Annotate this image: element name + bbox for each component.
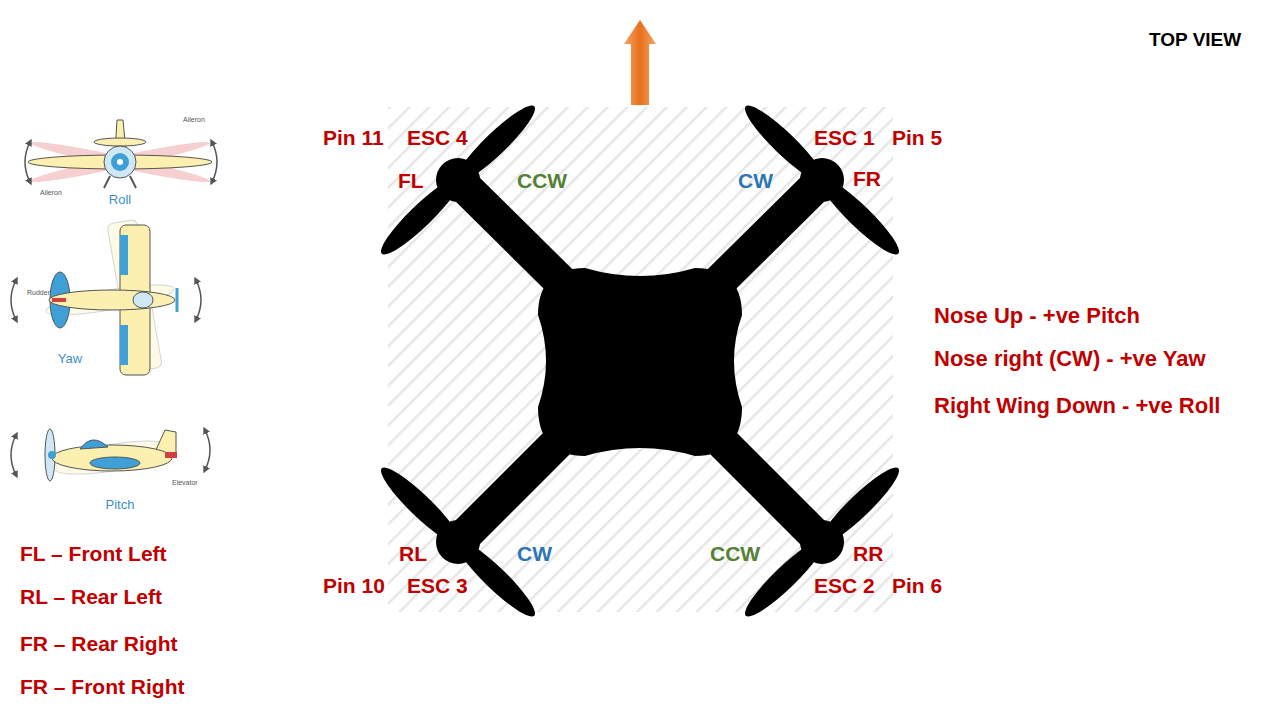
view-title: TOP VIEW [1149, 30, 1241, 49]
ghost-plane [33, 215, 187, 385]
propeller [374, 98, 542, 261]
abbreviation-key: FL – Front Left [20, 543, 167, 564]
esc-label: ESC 3 [407, 575, 468, 596]
rotation-label: CW [517, 543, 552, 564]
aileron [120, 235, 128, 275]
pin-label: Pin 6 [892, 575, 942, 596]
propeller-disc [45, 429, 55, 481]
part-label: Rudder [27, 289, 50, 296]
rotation-arrow [25, 142, 30, 182]
cockpit [80, 440, 108, 449]
rudder [52, 298, 66, 302]
propeller [176, 288, 179, 312]
part-label: Elevator [172, 479, 198, 486]
rotation-label: CCW [517, 170, 567, 191]
motor-hub [436, 520, 480, 564]
abbreviation-key: FR – Rear Right [20, 633, 178, 654]
fuselage [104, 146, 136, 178]
propeller-disc [111, 153, 129, 171]
spinner [117, 159, 123, 165]
forward-arrow [624, 20, 656, 105]
ghost-fuselage [51, 434, 174, 480]
pitch-illustration [11, 429, 210, 481]
axis-label: Pitch [106, 498, 135, 511]
roll-illustration [25, 120, 217, 188]
elevator [165, 452, 177, 458]
spinner [48, 451, 56, 459]
axis-convention-note: Nose Up - +ve Pitch [934, 305, 1140, 327]
motor-hubs [436, 158, 844, 564]
rotation-arrow [205, 430, 210, 470]
motor-hub [436, 158, 480, 202]
abbreviation-key: RL – Rear Left [20, 586, 162, 607]
ghost-wing [29, 137, 211, 187]
drone-body [538, 268, 742, 456]
esc-label: ESC 4 [407, 127, 468, 148]
esc-label: ESC 1 [814, 127, 875, 148]
propeller [738, 98, 906, 261]
motor-hub [800, 158, 844, 202]
axis-label: Yaw [58, 352, 82, 365]
motor-hub [800, 520, 844, 564]
landing-gear [130, 176, 136, 188]
aileron [120, 325, 128, 365]
yaw-illustration [11, 215, 201, 385]
pin-label: Pin 10 [323, 575, 385, 596]
ghost-plane [51, 434, 174, 480]
pin-label: Pin 11 [323, 127, 384, 148]
rotation-label: CCW [710, 543, 760, 564]
landing-gear [104, 176, 110, 188]
wing [90, 457, 140, 469]
axis-convention-note: Right Wing Down - +ve Roll [934, 395, 1220, 417]
esc-label: ESC 2 [814, 575, 875, 596]
motor-position-label: RR [853, 543, 883, 564]
motor-position-label: RL [399, 543, 427, 564]
motor-position-label: FL [398, 170, 424, 191]
fuselage [49, 290, 175, 310]
fuselage [52, 445, 172, 471]
pin-label: Pin 5 [892, 127, 942, 148]
hatched-ground [388, 107, 893, 612]
propeller [374, 460, 542, 623]
ghost-wing [29, 137, 211, 187]
abbreviation-key: FR – Front Right [20, 676, 184, 697]
motor-position-label: FR [853, 168, 881, 189]
rotation-label: CW [738, 170, 773, 191]
drone-arms [458, 180, 822, 542]
part-label: Aileron [40, 189, 62, 196]
stabilizer [94, 138, 146, 146]
rotation-arrow [11, 435, 16, 475]
rotation-arrow [11, 280, 16, 320]
part-label: Aileron [183, 116, 205, 123]
axis-label: Roll [109, 193, 131, 206]
rotation-arrow [196, 280, 201, 320]
propeller [738, 460, 906, 623]
axis-convention-note: Nose right (CW) - +ve Yaw [934, 348, 1206, 370]
rotation-arrow [212, 142, 217, 182]
cockpit [133, 292, 153, 308]
